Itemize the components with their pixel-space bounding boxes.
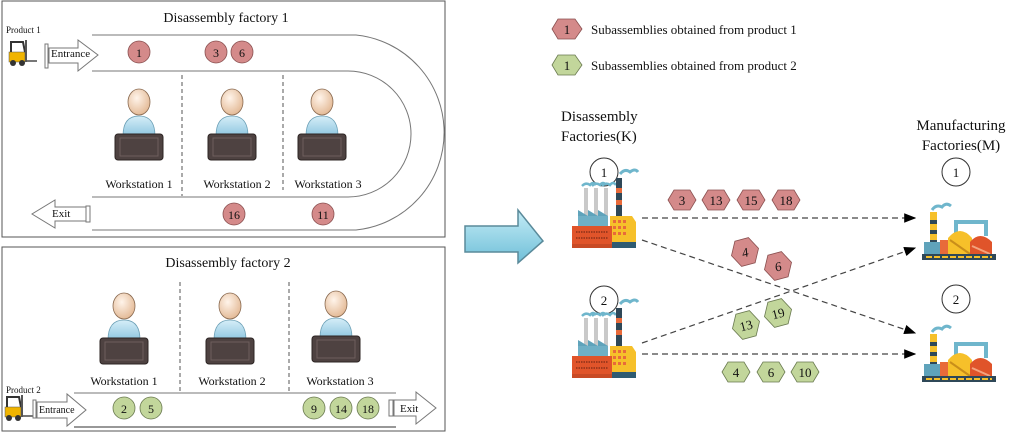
legend-item-product-1: 1 Subassemblies obtained from product 1 xyxy=(551,18,797,40)
disassembly-factory-1: Disassembly factory 1 Product 1 Entrance… xyxy=(1,0,446,238)
entrance-arrow: Entrance xyxy=(32,392,87,428)
svg-text:4: 4 xyxy=(740,244,751,260)
svg-text:14: 14 xyxy=(335,402,347,416)
workstation-label: Workstation 2 xyxy=(203,177,270,191)
subassembly-item: 5 xyxy=(139,396,163,420)
svg-text:19: 19 xyxy=(770,305,786,323)
entrance-label: Entrance xyxy=(39,405,75,416)
conveyor-outer xyxy=(92,34,445,231)
subassembly-hexagon: 10 xyxy=(790,361,820,383)
factory-2-title: Disassembly factory 2 xyxy=(165,256,290,271)
entrance-label: Entrance xyxy=(51,48,90,60)
workstation-label: Workstation 1 xyxy=(105,177,172,191)
subassembly-hexagon: 15 xyxy=(736,189,766,211)
exit-arrow: Exit xyxy=(31,199,91,229)
subassembly-hexagon: 19 xyxy=(764,298,792,328)
svg-text:1: 1 xyxy=(601,165,608,180)
svg-text:2: 2 xyxy=(121,402,127,416)
svg-text:1: 1 xyxy=(953,165,960,180)
k-node-1: 1 xyxy=(589,157,619,187)
subassembly-item: 1 xyxy=(127,40,151,64)
svg-text:5: 5 xyxy=(148,402,154,416)
exit-arrow: Exit xyxy=(388,390,437,426)
flow-k2-m1 xyxy=(641,247,917,344)
subassembly-hexagon: 3 xyxy=(667,189,697,211)
subassembly-item: 18 xyxy=(356,396,380,420)
svg-text:11: 11 xyxy=(317,208,329,222)
manufacturing-factory-icon xyxy=(920,202,998,262)
subassembly-item: 3 xyxy=(204,40,228,64)
workstation-label: Workstation 3 xyxy=(306,374,373,388)
svg-text:1: 1 xyxy=(564,22,571,37)
disassembly-factories-title: Factories(K) xyxy=(561,129,637,145)
svg-text:Subassemblies obtained from pr: Subassemblies obtained from product 2 xyxy=(591,58,797,73)
manufacturing-factory-icon xyxy=(920,324,998,384)
entrance-arrow: Entrance xyxy=(44,39,99,73)
hexagon-icon xyxy=(551,18,583,40)
subassembly-hexagon: 13 xyxy=(732,310,760,340)
subassembly-hexagon: 18 xyxy=(771,189,801,211)
disassembly-factory-2: Disassembly factory 2 Workstation 1 Work… xyxy=(1,246,446,432)
hexagon-icon xyxy=(551,54,583,76)
conveyor-inner xyxy=(92,70,412,198)
svg-text:2: 2 xyxy=(601,293,608,308)
m-node-1: 1 xyxy=(941,157,971,187)
svg-text:13: 13 xyxy=(710,193,723,208)
legend-item-product-2: 1 Subassemblies obtained from product 2 xyxy=(551,54,797,76)
svg-text:13: 13 xyxy=(738,317,754,335)
subassembly-item: 2 xyxy=(112,396,136,420)
transition-arrow xyxy=(464,207,545,265)
svg-text:3: 3 xyxy=(213,46,219,60)
subassembly-hexagon: 13 xyxy=(701,189,731,211)
workstation-label: Workstation 3 xyxy=(294,177,361,191)
subassembly-item: 11 xyxy=(311,202,335,226)
svg-text:10: 10 xyxy=(799,365,812,380)
svg-text:3: 3 xyxy=(679,193,686,208)
svg-text:6: 6 xyxy=(239,46,245,60)
manufacturing-factories-title: Factories(M) xyxy=(922,138,1000,154)
svg-text:15: 15 xyxy=(745,193,758,208)
network-diagram: Disassembly Factories(K) Manufacturing F… xyxy=(561,109,1006,384)
svg-text:1: 1 xyxy=(136,46,142,60)
flow-k1-m2 xyxy=(641,239,917,335)
exit-label: Exit xyxy=(52,208,70,220)
legend: 1 Subassemblies obtained from product 1 … xyxy=(551,18,797,76)
svg-text:6: 6 xyxy=(768,365,775,380)
subassembly-item: 14 xyxy=(329,396,353,420)
subassembly-item: 6 xyxy=(230,40,254,64)
product-1-label: Product 1 xyxy=(6,25,41,35)
subassembly-hexagon: 6 xyxy=(756,361,786,383)
k-node-2: 2 xyxy=(589,285,619,315)
subassembly-hexagon: 6 xyxy=(764,251,792,281)
disassembly-factories-title: Disassembly xyxy=(561,109,638,125)
svg-text:9: 9 xyxy=(311,402,317,416)
workstation-label: Workstation 2 xyxy=(198,374,265,388)
subassembly-hexagon: 4 xyxy=(721,361,751,383)
m-node-2: 2 xyxy=(941,284,971,314)
subassembly-item: 9 xyxy=(302,396,326,420)
factory-1-title: Disassembly factory 1 xyxy=(163,11,288,26)
svg-text:4: 4 xyxy=(733,365,740,380)
svg-text:1: 1 xyxy=(564,58,571,73)
svg-text:16: 16 xyxy=(228,208,240,222)
svg-text:Subassemblies obtained from pr: Subassemblies obtained from product 1 xyxy=(591,22,797,37)
svg-text:18: 18 xyxy=(780,193,793,208)
svg-text:2: 2 xyxy=(953,292,960,307)
workstation-label: Workstation 1 xyxy=(90,374,157,388)
product-2-label: Product 2 xyxy=(6,385,41,395)
svg-text:18: 18 xyxy=(362,402,374,416)
svg-text:6: 6 xyxy=(773,258,784,274)
subassembly-hexagon: 4 xyxy=(731,237,759,267)
exit-label: Exit xyxy=(400,403,418,415)
subassembly-item: 16 xyxy=(222,202,246,226)
manufacturing-factories-title: Manufacturing xyxy=(916,118,1006,134)
